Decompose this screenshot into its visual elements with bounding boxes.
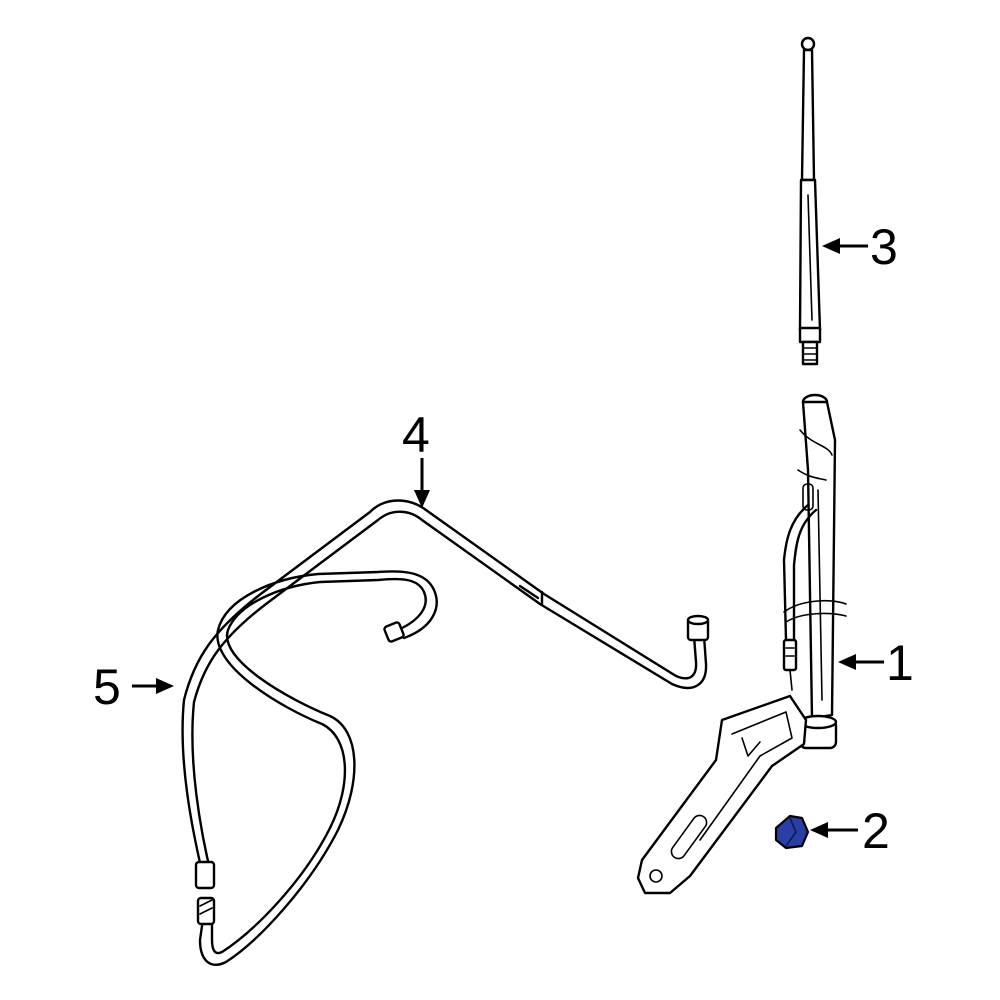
- callout-3-label: 3: [870, 219, 898, 275]
- lead-in-cable-part[interactable]: [196, 570, 438, 966]
- antenna-mast-part[interactable]: [798, 36, 822, 366]
- callout-2-label: 2: [862, 803, 890, 859]
- callout-2: 2: [810, 803, 890, 859]
- callout-1-label: 1: [886, 635, 914, 691]
- callout-5-label: 5: [93, 659, 121, 715]
- antenna-base-part[interactable]: [636, 393, 847, 895]
- callout-5: 5: [93, 659, 174, 715]
- callout-1: 1: [838, 635, 914, 691]
- callout-4: 4: [402, 407, 430, 508]
- callout-4-label: 4: [402, 407, 430, 463]
- antenna-cable-part[interactable]: [181, 499, 710, 890]
- nut-part[interactable]: [774, 814, 810, 850]
- callout-3: 3: [822, 219, 898, 275]
